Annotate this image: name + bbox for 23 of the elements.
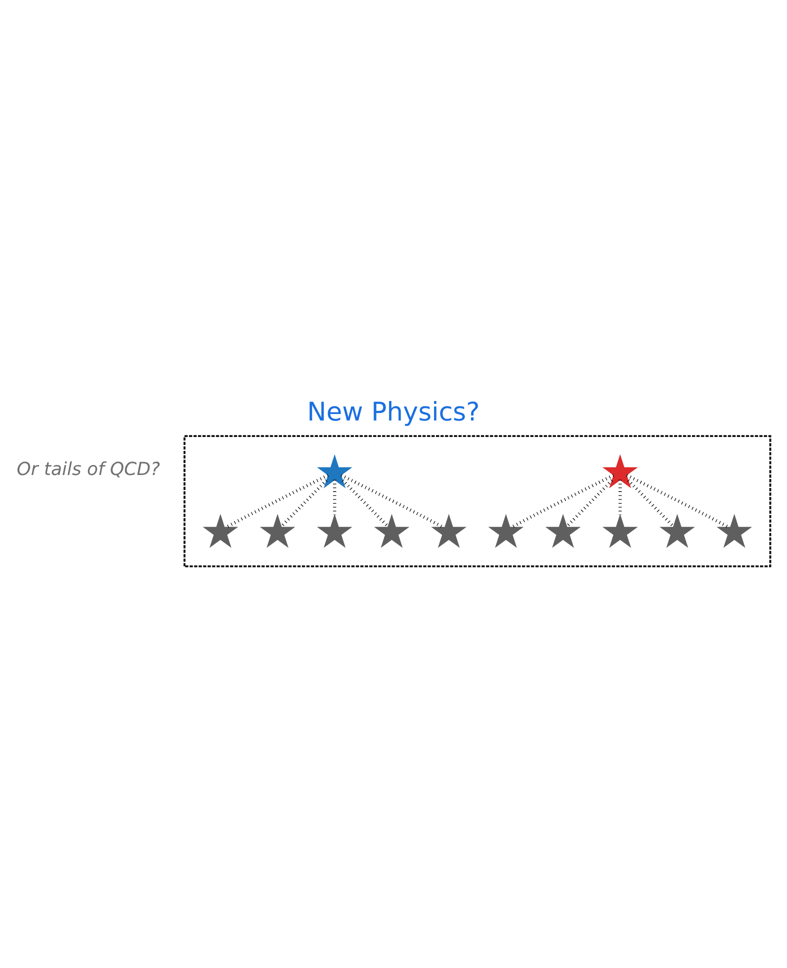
node-star: [260, 513, 296, 548]
node-star: [602, 454, 638, 488]
connector: [226, 473, 329, 528]
connector: [511, 473, 614, 528]
connector: [340, 473, 444, 528]
node-star: [431, 513, 467, 548]
node-star: [374, 513, 410, 548]
label: Or tails of QCD?: [16, 458, 160, 480]
connector: [566, 478, 614, 527]
node-star: [316, 454, 352, 488]
node-star: [316, 513, 352, 548]
node-star: [716, 513, 752, 548]
cluster: [184, 434, 772, 567]
connector: [333, 479, 336, 514]
connector: [280, 478, 328, 527]
node-star: [545, 513, 581, 548]
connector: [626, 473, 730, 528]
node-star: [660, 513, 695, 548]
diagram-title: New Physics?: [307, 397, 480, 428]
node-star: [488, 513, 524, 548]
node-star: [602, 513, 638, 548]
connector: [618, 479, 622, 514]
node-star: [202, 513, 238, 548]
